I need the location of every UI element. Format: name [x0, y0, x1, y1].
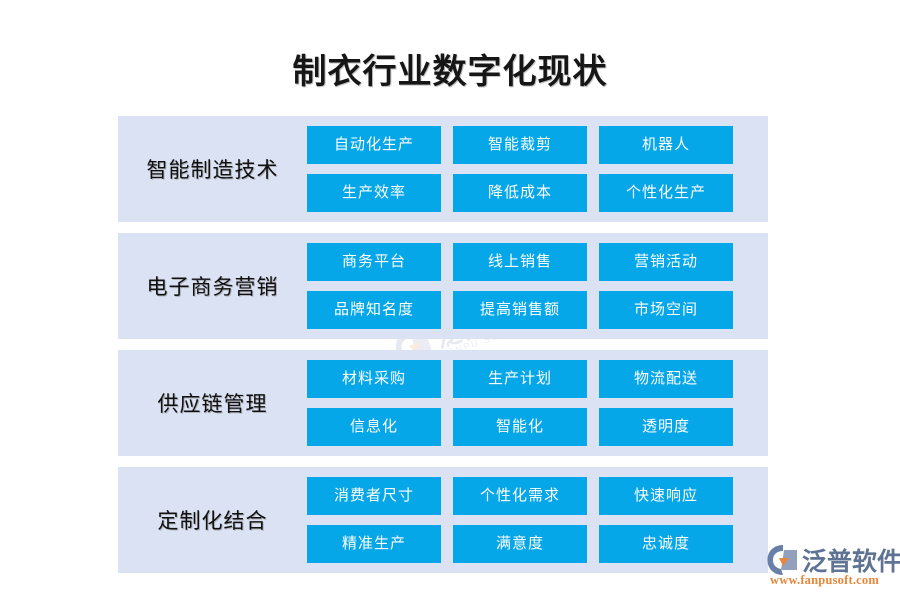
chip-line: 消费者尺寸 个性化需求 快速响应 [307, 477, 733, 515]
chip-item[interactable]: 提高销售额 [453, 291, 587, 329]
chip-line: 品牌知名度 提高销售额 市场空间 [307, 291, 733, 329]
chip-item[interactable]: 降低成本 [453, 174, 587, 212]
chip-item[interactable]: 个性化需求 [453, 477, 587, 515]
chip-item[interactable]: 自动化生产 [307, 126, 441, 164]
chip-item[interactable]: 生产计划 [453, 360, 587, 398]
chip-item[interactable]: 营销活动 [599, 243, 733, 281]
brand-url: www.fanpusoft.com [770, 573, 879, 587]
chip-item[interactable]: 生产效率 [307, 174, 441, 212]
chip-item[interactable]: 忠诚度 [599, 525, 733, 563]
chip-item[interactable]: 市场空间 [599, 291, 733, 329]
chip-line: 精准生产 满意度 忠诚度 [307, 525, 733, 563]
chip-grid: 自动化生产 智能裁剪 机器人 生产效率 降低成本 个性化生产 [307, 126, 768, 212]
category-row: 供应链管理 材料采购 生产计划 物流配送 信息化 智能化 透明度 [118, 350, 768, 456]
category-row: 定制化结合 消费者尺寸 个性化需求 快速响应 精准生产 满意度 忠诚度 [118, 467, 768, 573]
chip-item[interactable]: 智能裁剪 [453, 126, 587, 164]
chip-line: 信息化 智能化 透明度 [307, 408, 733, 446]
chip-item[interactable]: 个性化生产 [599, 174, 733, 212]
category-label: 电子商务营销 [146, 275, 279, 299]
chip-item[interactable]: 信息化 [307, 408, 441, 446]
chip-item[interactable]: 物流配送 [599, 360, 733, 398]
category-row: 智能制造技术 自动化生产 智能裁剪 机器人 生产效率 降低成本 个性化生产 [118, 116, 768, 222]
category-label: 智能制造技术 [146, 158, 279, 182]
brand-logo: 泛普软件 www.fanpusoft.com [766, 542, 900, 594]
chip-item[interactable]: 商务平台 [307, 243, 441, 281]
chip-item[interactable]: 满意度 [453, 525, 587, 563]
category-label: 定制化结合 [157, 509, 268, 533]
chip-item[interactable]: 线上销售 [453, 243, 587, 281]
chip-item[interactable]: 智能化 [453, 408, 587, 446]
chip-grid: 消费者尺寸 个性化需求 快速响应 精准生产 满意度 忠诚度 [307, 477, 768, 563]
chip-item[interactable]: 材料采购 [307, 360, 441, 398]
chip-grid: 材料采购 生产计划 物流配送 信息化 智能化 透明度 [307, 360, 768, 446]
chip-grid: 商务平台 线上销售 营销活动 品牌知名度 提高销售额 市场空间 [307, 243, 768, 329]
page-title: 制衣行业数字化现状 [292, 54, 608, 91]
fanpu-logo-icon [767, 545, 797, 575]
brand-name: 泛普软件 [802, 549, 900, 576]
chip-line: 自动化生产 智能裁剪 机器人 [307, 126, 733, 164]
chip-line: 材料采购 生产计划 物流配送 [307, 360, 733, 398]
chip-item[interactable]: 透明度 [599, 408, 733, 446]
chip-item[interactable]: 快速响应 [599, 477, 733, 515]
chip-item[interactable]: 精准生产 [307, 525, 441, 563]
chip-item[interactable]: 机器人 [599, 126, 733, 164]
chip-line: 商务平台 线上销售 营销活动 [307, 243, 733, 281]
category-rows: 智能制造技术 自动化生产 智能裁剪 机器人 生产效率 降低成本 个性化生产 电子… [118, 116, 768, 573]
category-label: 供应链管理 [157, 392, 268, 416]
chip-line: 生产效率 降低成本 个性化生产 [307, 174, 733, 212]
category-row: 电子商务营销 商务平台 线上销售 营销活动 品牌知名度 提高销售额 市场空间 [118, 233, 768, 339]
chip-item[interactable]: 消费者尺寸 [307, 477, 441, 515]
chip-item[interactable]: 品牌知名度 [307, 291, 441, 329]
